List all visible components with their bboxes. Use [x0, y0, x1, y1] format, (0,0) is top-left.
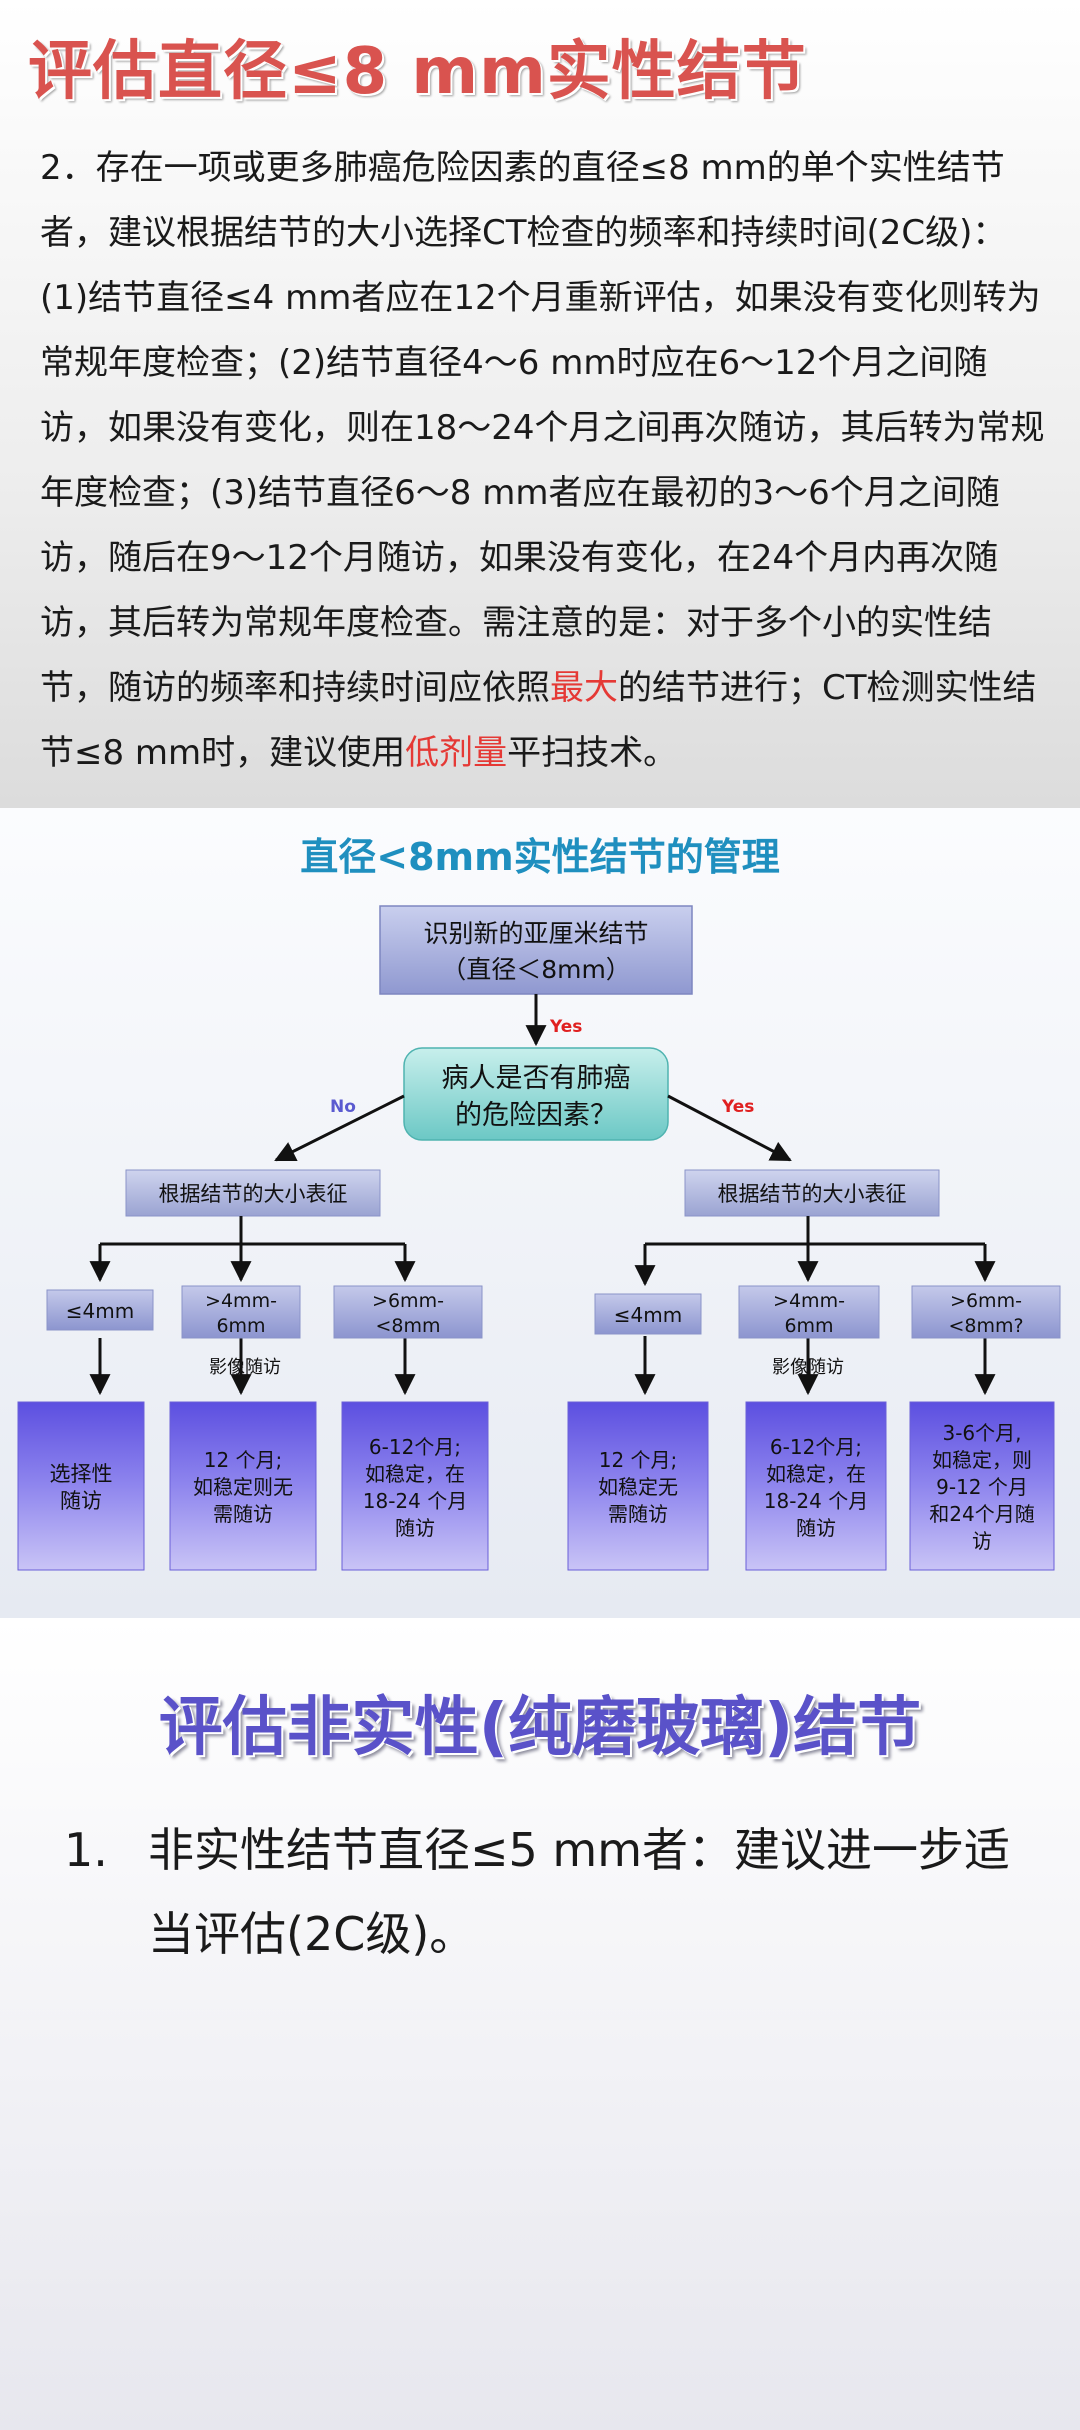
start-node-line1: 识别新的亚厘米结节 — [423, 919, 648, 948]
right-size-le4mm: ≤4mm — [594, 1293, 702, 1335]
right-outcome-1-line2: 如稳定无 — [598, 1475, 678, 1499]
left-size-6-8mm-line2: <8mm — [375, 1315, 440, 1337]
right-outcome-3-line4: 和24个月随 — [929, 1502, 1034, 1526]
right-outcome-3-line3: 9-12 个月 — [936, 1475, 1028, 1499]
arrow-no-branch — [274, 1094, 405, 1162]
yes-label-top: Yes — [549, 1017, 582, 1037]
right-outcome-3-line5: 访 — [972, 1529, 992, 1553]
left-outcome-1-line1: 选择性 — [50, 1462, 113, 1486]
right-size-6-8mm-line1: >6mm- — [950, 1290, 1022, 1312]
right-outcome-12mo: 12 个月; 如稳定无 需随访 — [567, 1401, 709, 1571]
arrow-yes-branch — [667, 1094, 792, 1162]
left-branch-connectors — [89, 1216, 416, 1396]
right-outcome-2-line3: 18-24 个月 — [764, 1489, 868, 1513]
non-solid-section-title: 评估非实性(纯磨玻璃)结节 — [158, 1691, 922, 1765]
left-outcome-3-line4: 随访 — [395, 1516, 435, 1540]
left-size-4-6mm: >4mm- 6mm — [181, 1285, 301, 1339]
flowchart-title: 直径<8mm实性结节的管理 — [300, 835, 780, 879]
question-line1: 病人是否有肺癌 — [442, 1063, 631, 1094]
risk-question-node: 病人是否有肺癌 的危险因素？ — [403, 1047, 669, 1141]
question-line2: 的危险因素？ — [455, 1100, 617, 1131]
right-outcome-2-line4: 随访 — [796, 1516, 836, 1540]
right-size-4-6mm-line2: 6mm — [784, 1315, 833, 1337]
right-size-le4mm-text: ≤4mm — [614, 1303, 682, 1327]
left-outcome-6-12mo: 6-12个月; 如稳定，在 18-24 个月 随访 — [341, 1401, 489, 1571]
left-imaging-followup-label: 影像随访 — [209, 1357, 281, 1378]
highlight-low-dose: 低剂量 — [405, 733, 508, 773]
start-node-line2: （直径＜8mm） — [441, 955, 631, 984]
recommendation-paragraph: 2．存在一项或更多肺癌危险因素的直径≤8 mm的单个实性结节者，建议根据结节的大… — [40, 136, 1050, 786]
right-size-4-6mm: >4mm- 6mm — [738, 1285, 880, 1339]
left-size-4-6mm-line2: 6mm — [216, 1315, 265, 1337]
section-title: 评估直径≤8 mm实性结节 — [28, 35, 807, 109]
left-size-4-6mm-line1: >4mm- — [205, 1290, 277, 1312]
flowchart-panel: 直径<8mm实性结节的管理 识别新的亚厘米结节 — [0, 808, 1080, 1618]
right-size-6-8mm-line2: <8mm? — [948, 1315, 1023, 1337]
left-outcome-1-line2: 随访 — [60, 1489, 102, 1513]
item-number: 1. — [64, 1823, 108, 1877]
left-size-6-8mm: >6mm- <8mm — [333, 1285, 483, 1339]
right-branch-header: 根据结节的大小表征 — [684, 1169, 940, 1217]
left-outcome-2-line3: 需随访 — [213, 1502, 273, 1526]
right-outcome-3-6mo: 3-6个月, 如稳定，则 9-12 个月 和24个月随 访 — [909, 1401, 1055, 1571]
left-outcome-3-line2: 如稳定，在 — [365, 1462, 465, 1486]
right-branch-header-text: 根据结节的大小表征 — [718, 1182, 907, 1206]
paragraph-text-3: 平扫技术。 — [507, 733, 678, 773]
right-imaging-followup-label: 影像随访 — [772, 1357, 844, 1378]
right-size-4-6mm-line1: >4mm- — [773, 1290, 845, 1312]
paragraph-text-2: 的结节进行；CT检测实性结节≤8 mm时，建议使用 — [40, 668, 1037, 773]
left-outcome-3-line1: 6-12个月; — [369, 1435, 461, 1459]
left-size-6-8mm-line1: >6mm- — [372, 1290, 444, 1312]
left-outcome-2-line1: 12 个月; — [204, 1448, 283, 1472]
start-node: 识别新的亚厘米结节 （直径＜8mm） — [379, 905, 693, 995]
right-branch-connectors — [634, 1216, 996, 1396]
right-outcome-2-line2: 如稳定，在 — [766, 1462, 866, 1486]
left-size-le4mm-text: ≤4mm — [66, 1299, 134, 1323]
right-outcome-3-line2: 如稳定，则 — [932, 1448, 1032, 1472]
right-size-6-8mm: >6mm- <8mm? — [911, 1285, 1061, 1339]
right-outcome-3-line1: 3-6个月, — [942, 1421, 1021, 1445]
left-size-le4mm: ≤4mm — [46, 1289, 154, 1331]
right-outcome-6-12mo: 6-12个月; 如稳定，在 18-24 个月 随访 — [745, 1401, 887, 1571]
non-solid-nodule-panel: 评估非实性(纯磨玻璃)结节 1. 非实性结节直径≤5 mm者：建议进一步适当评估… — [0, 1618, 1080, 2430]
yes-label-right: Yes — [721, 1097, 754, 1117]
flowchart-diagram: 识别新的亚厘米结节 （直径＜8mm） Yes 病人是否有肺癌 的危险因素？ No… — [17, 905, 1061, 1571]
item-text: 非实性结节直径≤5 mm者：建议进一步适当评估(2C级)。 — [148, 1823, 1011, 1961]
left-outcome-12mo: 12 个月; 如稳定则无 需随访 — [169, 1401, 317, 1571]
left-outcome-3-line3: 18-24 个月 — [363, 1489, 467, 1513]
left-outcome-2-line2: 如稳定则无 — [193, 1475, 293, 1499]
solid-nodule-text-panel: 评估直径≤8 mm实性结节 2．存在一项或更多肺癌危险因素的直径≤8 mm的单个… — [0, 0, 1080, 808]
non-solid-item: 1. 非实性结节直径≤5 mm者：建议进一步适当评估(2C级)。 — [64, 1808, 1024, 1976]
left-branch-header-text: 根据结节的大小表征 — [159, 1182, 348, 1206]
no-label: No — [330, 1097, 356, 1117]
paragraph-text-1: 2．存在一项或更多肺癌危险因素的直径≤8 mm的单个实性结节者，建议根据结节的大… — [40, 148, 1045, 708]
right-outcome-2-line1: 6-12个月; — [770, 1435, 862, 1459]
highlight-largest: 最大 — [550, 668, 618, 708]
left-branch-header: 根据结节的大小表征 — [125, 1169, 381, 1217]
right-outcome-1-line1: 12 个月; — [599, 1448, 678, 1472]
left-outcome-selective: 选择性 随访 — [17, 1401, 145, 1571]
right-outcome-1-line3: 需随访 — [608, 1502, 668, 1526]
